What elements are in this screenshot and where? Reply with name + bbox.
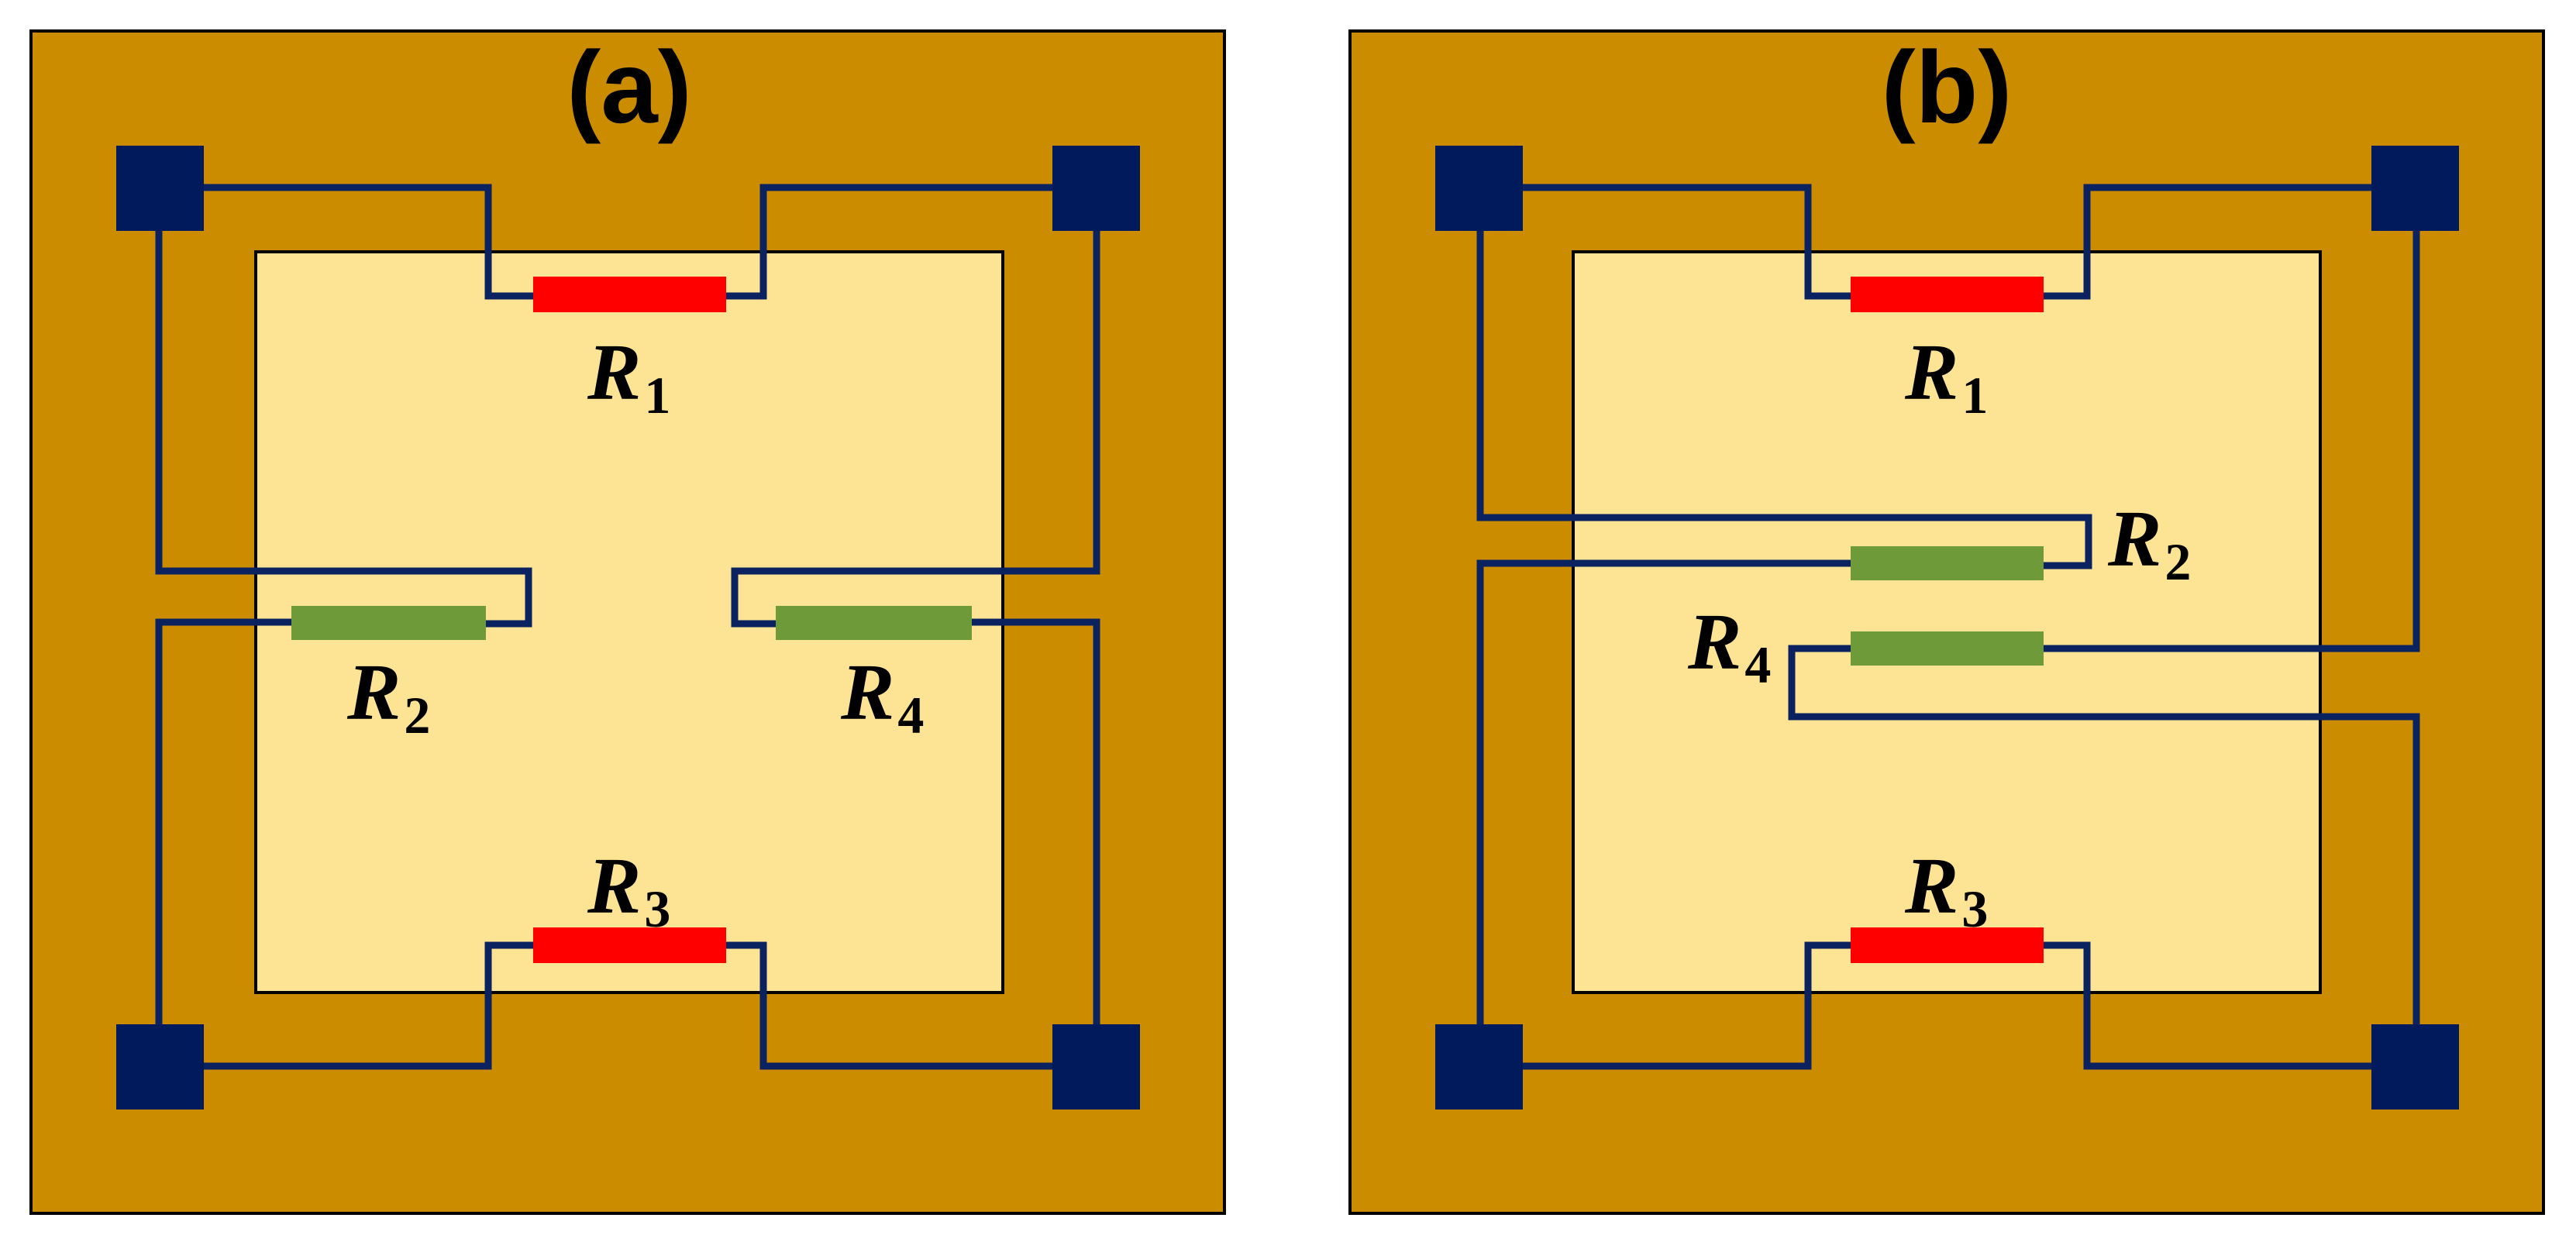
panel-a-pad-bottom-right [1052, 1024, 1140, 1110]
panel-a-wire-r3-left [198, 941, 539, 1070]
panel-b-wire-r3-right [2040, 941, 2377, 1070]
panel-a-label-r3: R3 [587, 841, 670, 938]
panel-a-resistor-r2 [291, 606, 486, 640]
panel-a-wire-r2-top [155, 229, 532, 628]
panel-a-resistor-r4 [776, 606, 972, 640]
panel-b-resistor-r3 [1851, 927, 2044, 963]
panel-a-label-r4: R4 [840, 648, 924, 745]
panel-a-wire-r4-bottom [969, 618, 1100, 1027]
panel-b-wire-r1-right [2040, 184, 2377, 300]
panel-b-pad-bottom-right [2371, 1024, 2459, 1110]
panel-b-label-r3: R3 [1904, 841, 1988, 938]
panel-b-label-r4: R4 [1687, 597, 1771, 694]
panel-a-resistor-r3 [533, 927, 726, 963]
panel-b-wire-r4-right [2038, 229, 2420, 652]
panel-b-resistor-r4 [1851, 631, 2044, 666]
panel-a-wire-r3-right [721, 941, 1058, 1070]
panel-a: (a) R1 R2 R4 R3 [29, 29, 1226, 1215]
panel-b-resistor-r2 [1851, 546, 2044, 580]
panel-a-pad-bottom-left [116, 1024, 204, 1110]
panel-b-pad-bottom-left [1435, 1024, 1523, 1110]
panel-b-membrane [1572, 250, 2322, 994]
panel-a-pad-top-right [1052, 146, 1140, 231]
panel-a-wire-r4-top [731, 229, 1100, 628]
panel-b-pad-top-right [2371, 146, 2459, 231]
panel-b-wire-r3-left [1519, 941, 1855, 1070]
panel-b-label-r2: R2 [2107, 494, 2191, 591]
panel-a-label-r2: R2 [346, 648, 430, 745]
panel-a-label-r1: R1 [587, 328, 670, 425]
panel-a-resistor-r1 [533, 277, 726, 312]
panel-a-wire-r2-bottom [155, 618, 294, 1027]
panel-b-pad-top-left [1435, 146, 1523, 231]
panel-b-label-r1: R1 [1904, 328, 1988, 425]
panel-b-wire-r4-left [1788, 645, 2420, 1027]
panel-b: (b) R1 R2 R4 R3 [1348, 29, 2545, 1215]
panel-a-title: (a) [567, 30, 691, 144]
panel-b-wire-r2-left [1476, 229, 2092, 569]
panel-b-resistor-r1 [1851, 277, 2044, 312]
panel-a-pad-top-left [116, 146, 204, 231]
panel-b-wire-r2-right [1476, 559, 1855, 1027]
panel-b-title: (b) [1882, 30, 2013, 144]
panel-a-wire-r1-left [198, 184, 539, 300]
panel-a-wire-r1-right [721, 184, 1058, 300]
panel-b-wire-r1-left [1519, 184, 1855, 300]
